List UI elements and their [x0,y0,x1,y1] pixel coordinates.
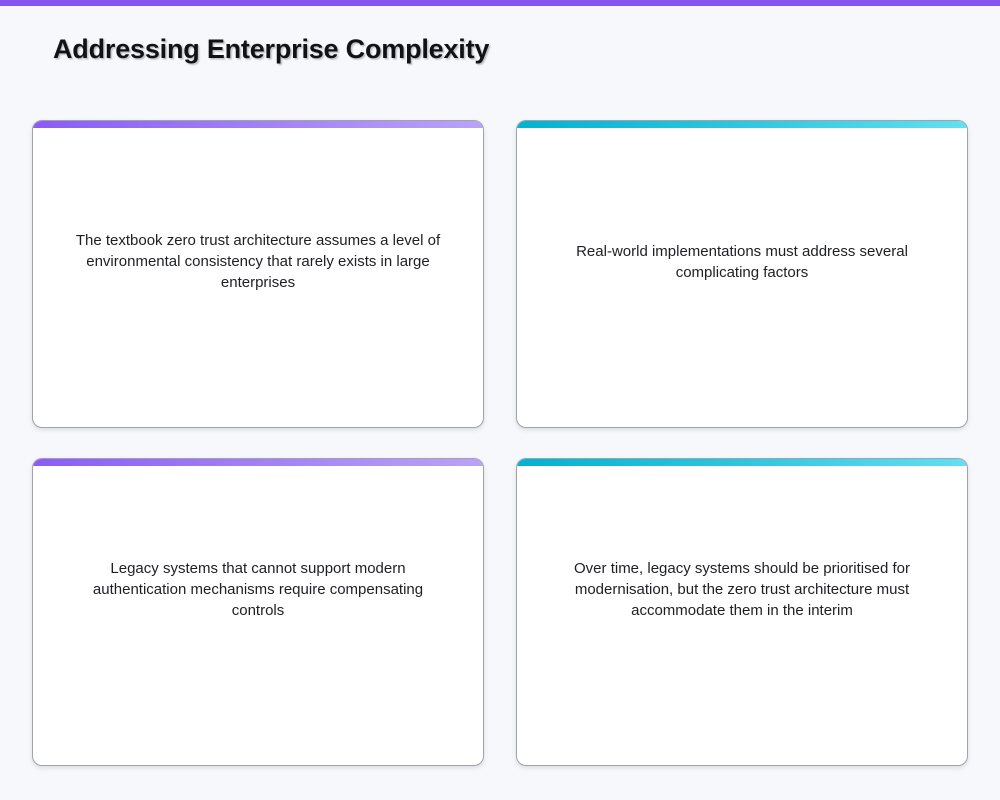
card-text: The textbook zero trust architecture ass… [75,232,441,291]
page-title: Addressing Enterprise Complexity [53,34,490,64]
card-complicating-factors[interactable]: Real-world implementations must address … [516,120,968,428]
card-accent-bar [33,459,483,466]
card-text: Over time, legacy systems should be prio… [574,560,910,619]
card-legacy-modernisation[interactable]: Over time, legacy systems should be prio… [516,458,968,766]
card-legacy-compensating-controls[interactable]: Legacy systems that cannot support moder… [32,458,484,766]
card-text: Legacy systems that cannot support moder… [92,560,424,619]
card-grid: The textbook zero trust architecture ass… [32,120,968,770]
card-textbook-assumptions[interactable]: The textbook zero trust architecture ass… [32,120,484,428]
card-accent-bar [517,459,967,466]
card-text: Real-world implementations must address … [576,243,908,281]
card-accent-bar [33,121,483,128]
top-accent-bar [0,0,1000,6]
card-accent-bar [517,121,967,128]
